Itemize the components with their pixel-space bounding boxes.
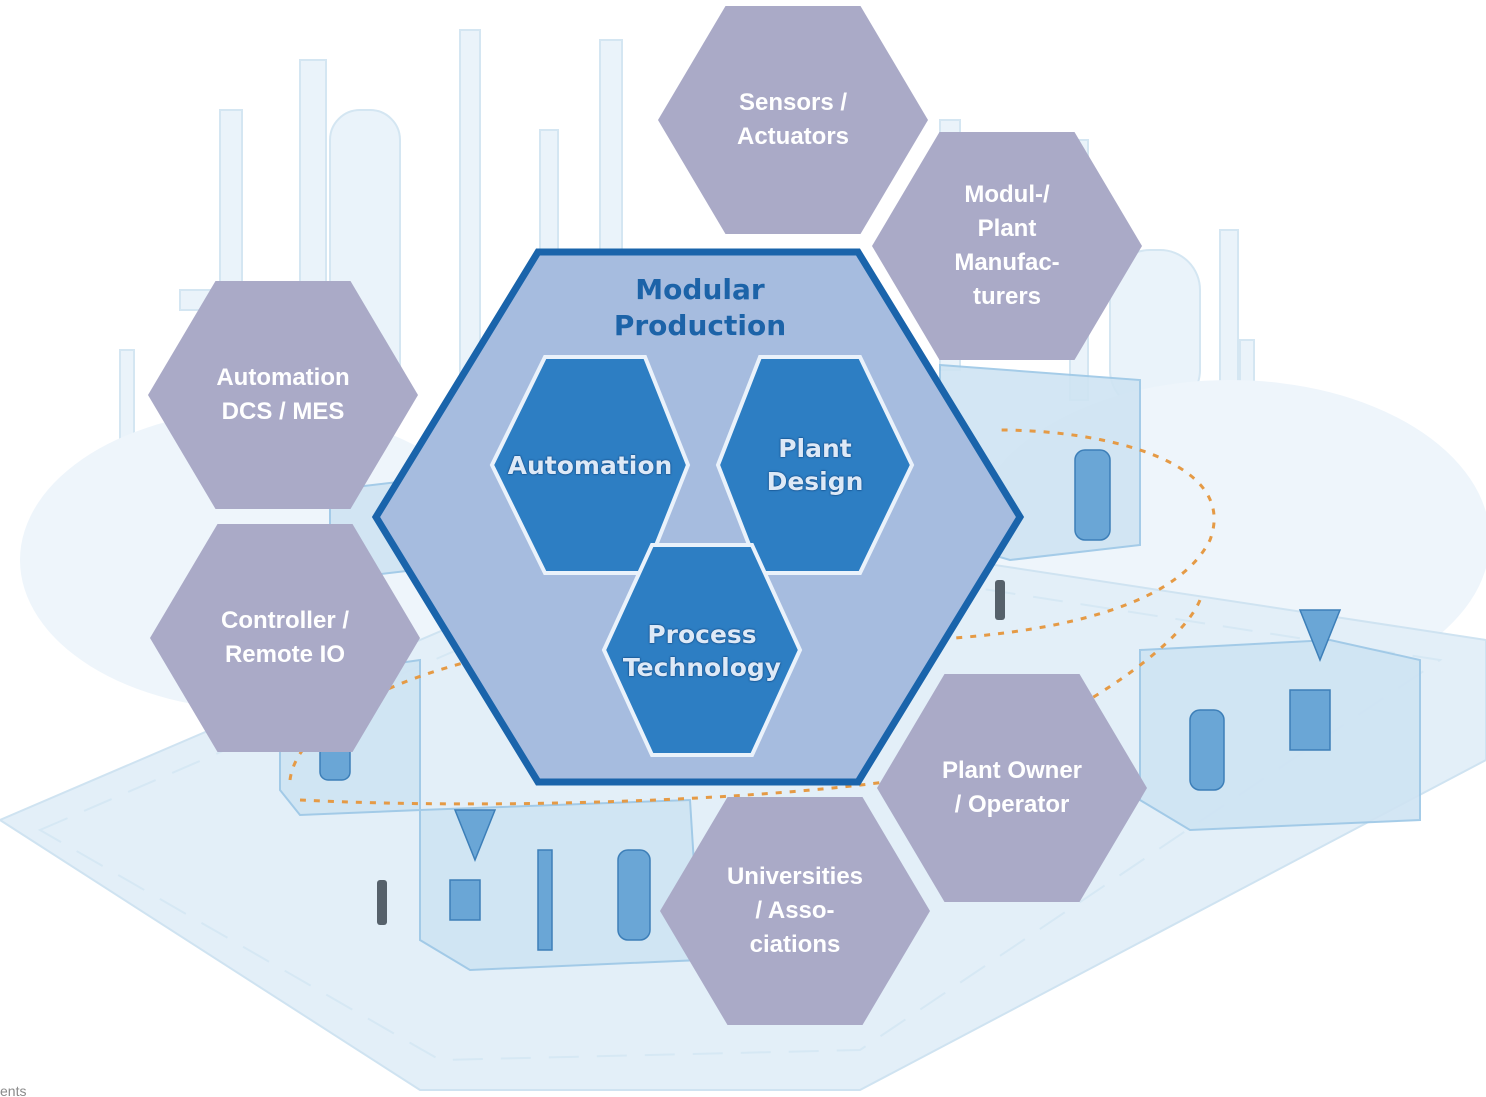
automation-core-label: Automation (507, 450, 673, 480)
plant-design-core-label: Plant Design (766, 434, 864, 496)
modul-plant-manufacturers-hexagon: Modul-/ Plant Manufac- turers (872, 132, 1142, 360)
plant-owner-operator-hexagon: Plant Owner / Operator (877, 674, 1147, 902)
sensors-actuators-hexagon: Sensors / Actuators (658, 6, 928, 234)
modular-production-title: Modular Production (613, 273, 787, 342)
universities-associations-hexagon: Universities / Asso- ciations (660, 797, 930, 1025)
footer-text-fragment: ents (0, 1083, 27, 1097)
automation-dcs-mes-hexagon: Automation DCS / MES (148, 281, 418, 509)
controller-remote-io-hexagon: Controller / Remote IO (150, 524, 420, 752)
process-technology-core-label: Process Technology (622, 619, 782, 682)
